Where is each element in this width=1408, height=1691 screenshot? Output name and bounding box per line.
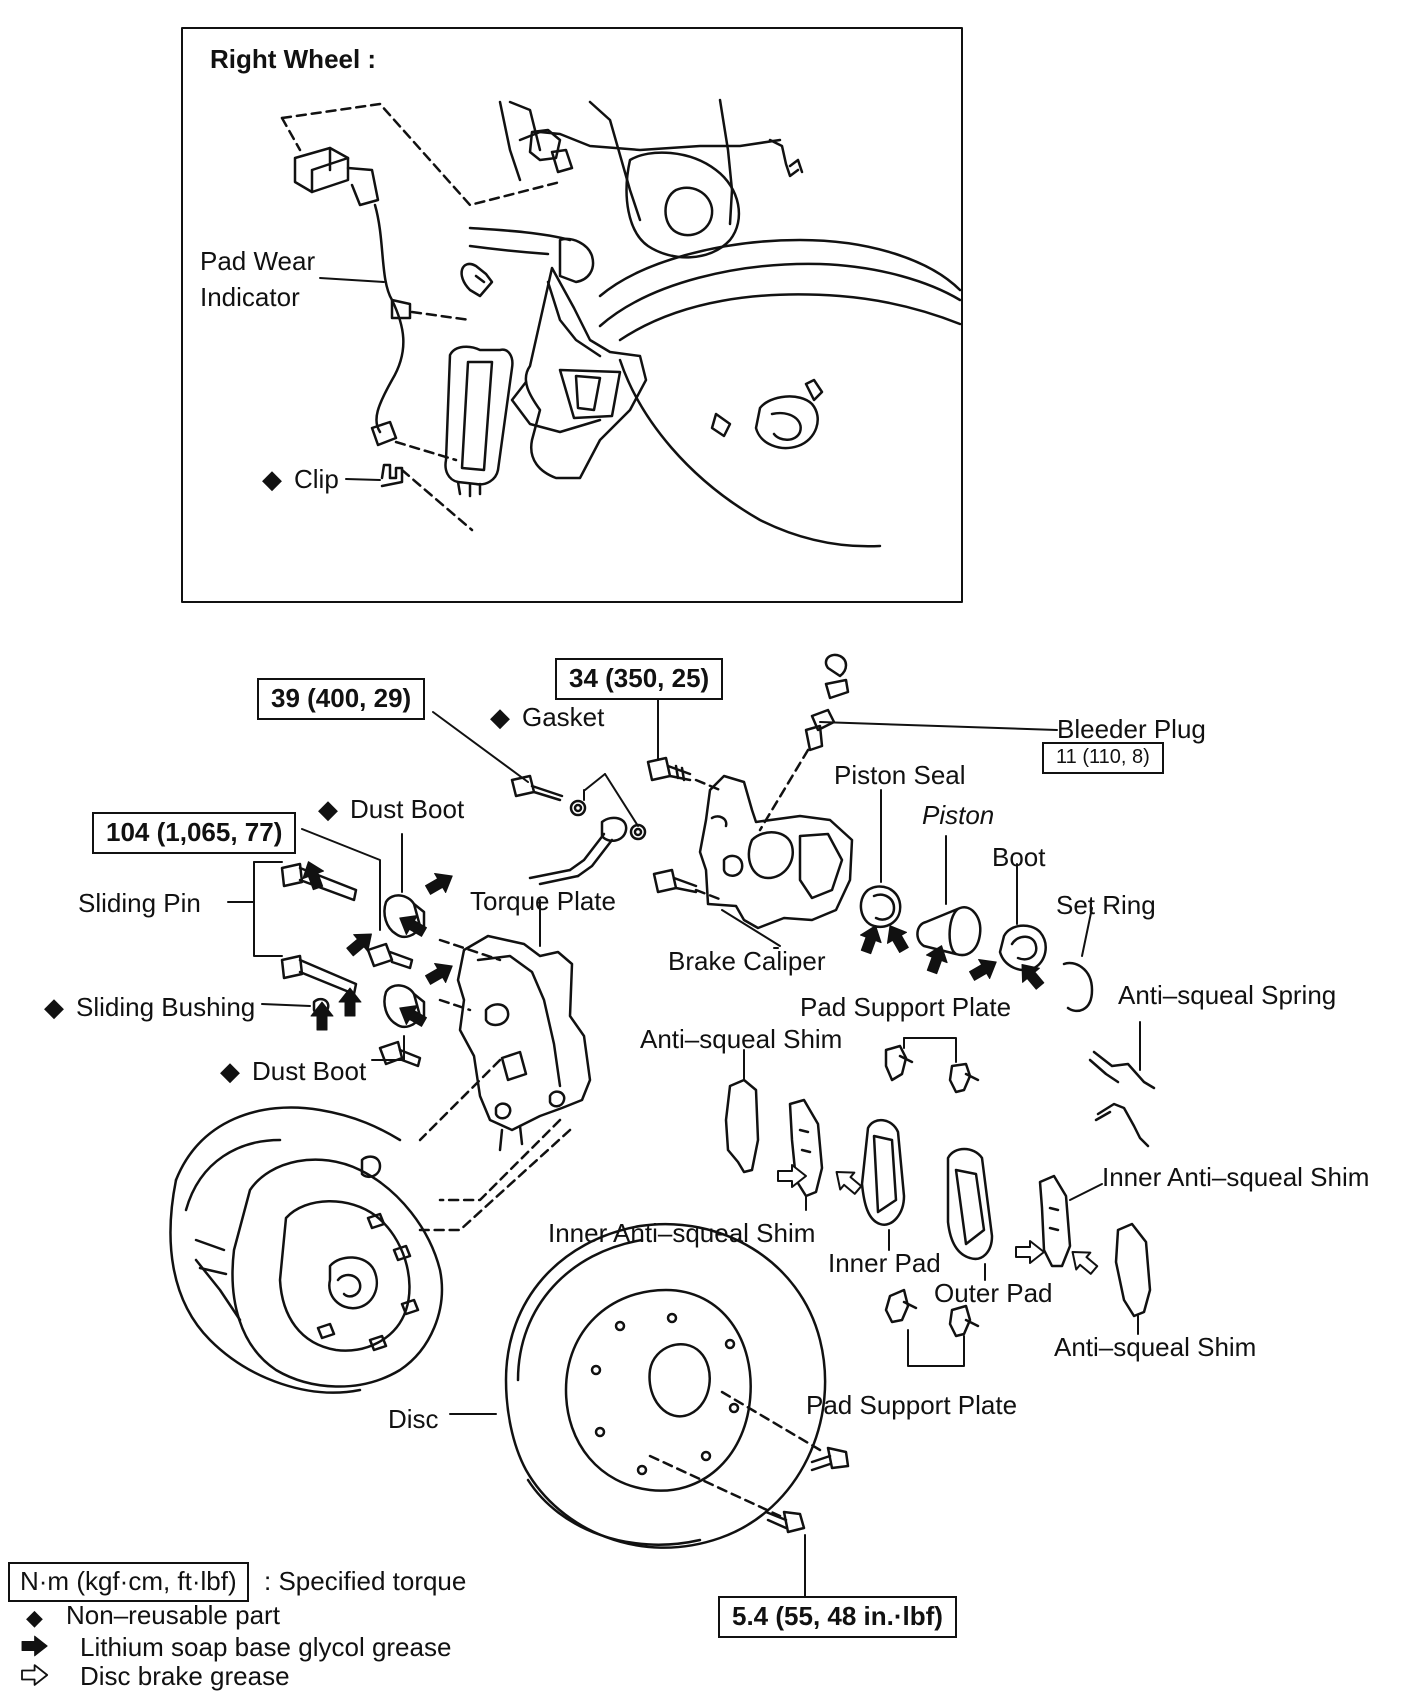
torque-plate-drawing bbox=[456, 934, 592, 1152]
label-brake-caliper: Brake Caliper bbox=[668, 946, 826, 976]
inset-frame bbox=[181, 27, 963, 603]
torque-box-104: 104 (1,065, 77) bbox=[92, 812, 297, 854]
inner-shim-right-drawing bbox=[1038, 1174, 1072, 1268]
label-inner-anti-squeal-shim-left: Inner Anti–squeal Shim bbox=[548, 1218, 816, 1248]
legend-disc-grease: Disc brake grease bbox=[80, 1661, 290, 1691]
label-set-ring: Set Ring bbox=[1056, 890, 1156, 920]
label-dust-boot-top: Dust Boot bbox=[318, 796, 464, 822]
label-anti-squeal-shim-left: Anti–squeal Shim bbox=[640, 1024, 843, 1054]
label-disc: Disc bbox=[388, 1404, 439, 1434]
label-anti-squeal-shim-right: Anti–squeal Shim bbox=[1054, 1332, 1257, 1362]
torque-plate-bolts bbox=[366, 942, 422, 1068]
legend-lithium: Lithium soap base glycol grease bbox=[80, 1632, 452, 1662]
set-ring-drawing bbox=[1062, 961, 1094, 1013]
sliding-pins-drawing bbox=[280, 862, 358, 1016]
label-torque-plate: Torque Plate bbox=[470, 886, 616, 916]
inset-knuckle bbox=[468, 226, 648, 480]
indicator-wire bbox=[373, 203, 405, 434]
legend-unit-text: : Specified torque bbox=[264, 1566, 467, 1596]
label-pad-wear-indicator-2: Indicator bbox=[200, 282, 300, 312]
boot-drawing bbox=[998, 924, 1047, 972]
piston-seal-drawing bbox=[859, 885, 902, 929]
clip-icon bbox=[380, 463, 404, 488]
label-pad-support-plate-top: Pad Support Plate bbox=[800, 992, 1012, 1022]
label-clip: Clip bbox=[262, 466, 339, 492]
anti-squeal-shim-left-drawing bbox=[724, 1078, 760, 1174]
label-gasket: Gasket bbox=[490, 704, 604, 730]
label-sliding-bushing: Sliding Bushing bbox=[44, 994, 255, 1020]
legend-unit-box: N·m (kgf·cm, ft·lbf) bbox=[8, 1562, 249, 1602]
pad-support-plate-top-drawing bbox=[884, 1044, 980, 1094]
anti-squeal-spring-drawing bbox=[1088, 1050, 1156, 1148]
pad-support-plate-bottom-drawing bbox=[884, 1288, 980, 1338]
outer-pad-drawing bbox=[946, 1147, 994, 1261]
brake-caliper-drawing bbox=[698, 774, 854, 930]
inset-drawing bbox=[280, 98, 962, 548]
hub-drawing bbox=[169, 1106, 444, 1394]
label-piston-seal: Piston Seal bbox=[834, 760, 966, 790]
torque-box-39: 39 (400, 29) bbox=[257, 678, 426, 720]
bolt-39 bbox=[510, 774, 564, 802]
label-dust-boot-bottom: Dust Boot bbox=[220, 1058, 366, 1084]
legend-non-reusable: Non–reusable part bbox=[66, 1600, 280, 1630]
torque-box-34: 34 (350, 25) bbox=[555, 658, 724, 700]
label-sliding-pin: Sliding Pin bbox=[78, 888, 201, 918]
inner-shim-left-drawing bbox=[788, 1098, 824, 1198]
label-boot: Boot bbox=[992, 842, 1046, 872]
label-inner-anti-squeal-shim-right: Inner Anti–squeal Shim bbox=[1102, 1162, 1370, 1192]
piston-drawing bbox=[916, 906, 982, 957]
label-inner-pad: Inner Pad bbox=[828, 1248, 941, 1278]
bolt-34 bbox=[646, 756, 692, 782]
label-pad-wear-indicator-1: Pad Wear bbox=[200, 246, 316, 276]
legend-diamond: ◆ bbox=[26, 1605, 43, 1630]
torque-box-54: 5.4 (55, 48 in.·lbf) bbox=[718, 1596, 957, 1638]
label-pad-support-plate-bottom: Pad Support Plate bbox=[806, 1390, 1018, 1420]
inset-rotor bbox=[598, 238, 962, 548]
inset-title: Right Wheel : bbox=[210, 44, 377, 74]
label-piston: Piston bbox=[922, 800, 995, 830]
disc-drawing bbox=[504, 1222, 827, 1549]
label-bleeder-plug: Bleeder Plug bbox=[1057, 714, 1206, 744]
torque-box-11: 11 (110, 8) bbox=[1042, 742, 1164, 774]
inner-pad-drawing bbox=[860, 1119, 906, 1226]
bolt-lower bbox=[652, 868, 698, 894]
connector-left bbox=[293, 146, 380, 207]
inset-brake-pad bbox=[444, 345, 514, 498]
anti-squeal-shim-right-drawing bbox=[1114, 1222, 1152, 1318]
label-anti-squeal-spring: Anti–squeal Spring bbox=[1118, 980, 1337, 1010]
disc-screws bbox=[648, 1390, 850, 1534]
label-outer-pad: Outer Pad bbox=[934, 1278, 1053, 1308]
bleeder-plug-parts bbox=[804, 653, 850, 752]
